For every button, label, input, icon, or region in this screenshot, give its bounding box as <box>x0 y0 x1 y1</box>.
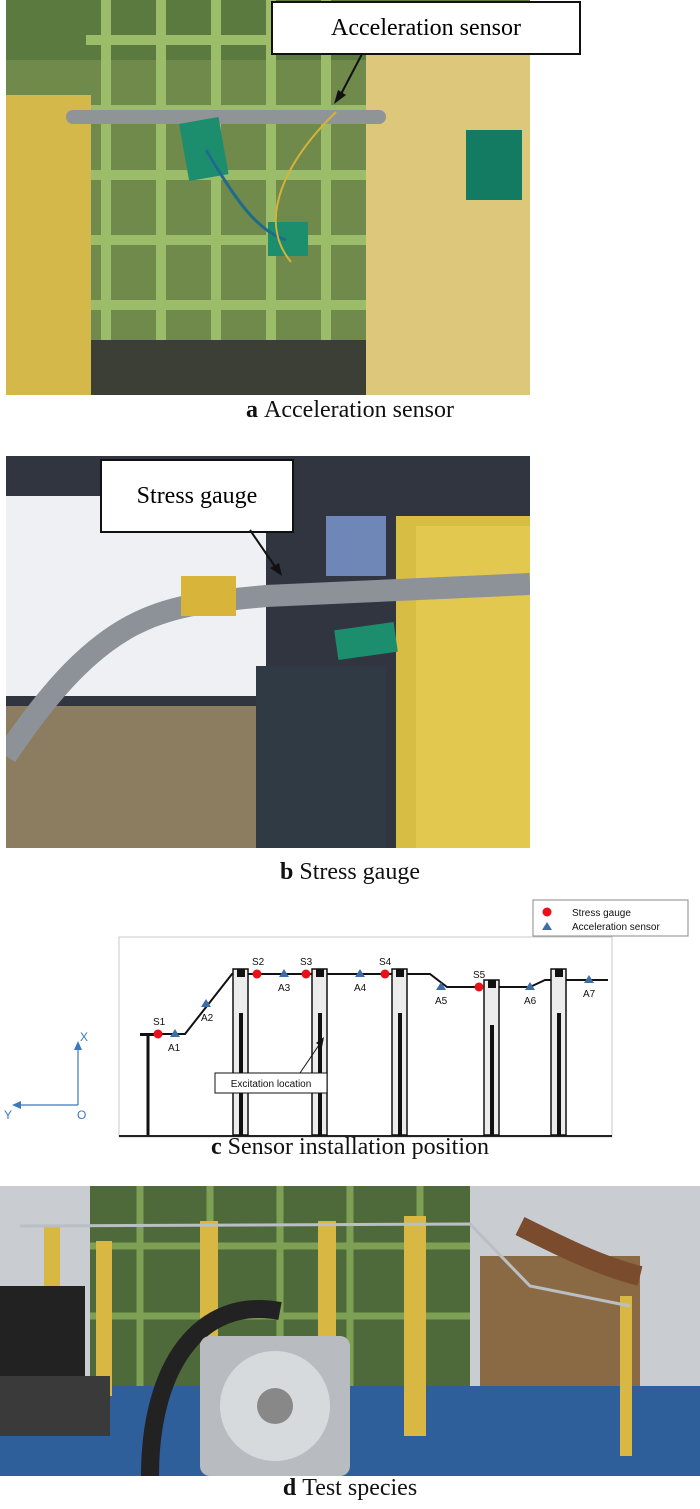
label-s5: S5 <box>473 970 486 981</box>
sensor-position-diagram: Stress gauge Acceleration sensor Excitat… <box>4 899 689 1138</box>
callout-acceleration-sensor: Acceleration sensor <box>271 1 581 55</box>
axis-origin-label: O <box>77 1108 86 1122</box>
legend-accel-marker <box>542 922 552 930</box>
label-s2: S2 <box>252 957 265 968</box>
stress-gauge-s2 <box>252 969 262 979</box>
label-a3: A3 <box>278 983 291 994</box>
axis-y-label: Y <box>4 1108 12 1122</box>
accel-sensor-a5 <box>436 982 446 990</box>
label-s4: S4 <box>379 957 392 968</box>
stress-gauge-s5 <box>474 982 484 992</box>
excitation-label: Excitation location <box>231 1079 312 1090</box>
accel-sensor-a4 <box>355 969 365 977</box>
accel-sensor-a7 <box>584 975 594 983</box>
axes <box>12 1041 82 1109</box>
accel-sensor-a2 <box>201 999 211 1007</box>
label-a6: A6 <box>524 996 537 1007</box>
label-a1: A1 <box>168 1043 181 1054</box>
callout-arrow-a <box>334 53 363 104</box>
accel-sensor-a6 <box>525 982 535 990</box>
stress-gauge-s1 <box>153 1029 163 1039</box>
label-s1: S1 <box>153 1017 166 1028</box>
label-a7: A7 <box>583 989 596 1000</box>
legend: Stress gauge Acceleration sensor <box>532 899 689 937</box>
stress-gauge-s4 <box>380 969 390 979</box>
legend-accel-label: Acceleration sensor <box>572 922 660 933</box>
label-a4: A4 <box>354 983 367 994</box>
label-a5: A5 <box>435 996 448 1007</box>
photo-test-species <box>0 1186 700 1476</box>
label-a2: A2 <box>201 1013 214 1024</box>
axis-x-label: X <box>80 1030 88 1044</box>
legend-stress-label: Stress gauge <box>572 908 631 919</box>
legend-stress-marker <box>542 907 552 917</box>
callout-arrow-b <box>249 529 282 576</box>
label-s3: S3 <box>300 957 313 968</box>
accel-sensor-a3 <box>279 969 289 977</box>
callout-stress-gauge: Stress gauge <box>100 459 294 533</box>
accel-sensor-a1 <box>170 1029 180 1037</box>
stress-gauge-s3 <box>301 969 311 979</box>
